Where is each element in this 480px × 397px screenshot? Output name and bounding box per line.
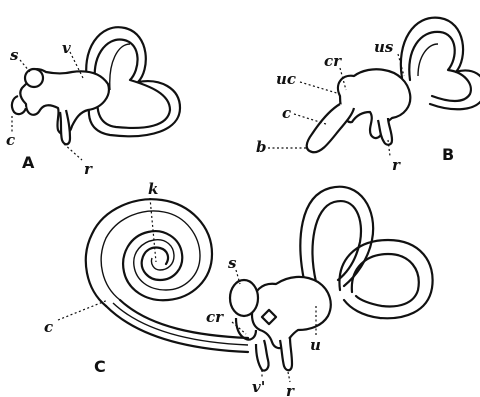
panel-b-lead-uc — [300, 82, 340, 94]
panel-b-duct — [378, 118, 392, 145]
panel-c-canal-superior-inner — [313, 201, 361, 282]
panel-c-label-s: s — [228, 254, 237, 272]
panel-b-label-b: b — [256, 138, 267, 156]
panel-b-label-uc: uc — [276, 70, 296, 88]
panel-a-label-s: s — [10, 46, 19, 64]
panel-c-label-u: u — [310, 336, 321, 354]
panel-c-lead-c — [58, 300, 108, 320]
panel-c-diagram: k s cr c u v' r C — [44, 180, 433, 397]
panel-c-endolymph-duct — [280, 338, 292, 370]
panel-b-lead-c — [294, 114, 326, 124]
panel-c-label-r: r — [286, 382, 295, 397]
panel-c-cochlea-spiral-inner — [101, 211, 200, 300]
panel-b-vestibule — [338, 69, 410, 138]
panel-b-label-c: c — [282, 104, 291, 122]
panel-c-label-c: c — [44, 318, 53, 336]
panel-c-title: C — [94, 357, 106, 376]
panel-a-label-r: r — [84, 160, 93, 178]
panel-b-cochlea — [307, 104, 354, 152]
panel-c-cochlea-spiral-outer — [86, 199, 212, 306]
panel-b-label-us: us — [374, 38, 394, 56]
panel-a-diagram: s v c r A — [6, 27, 180, 178]
panel-b-label-r: r — [392, 156, 401, 174]
panel-c-saccule — [230, 280, 258, 316]
panel-b-diagram: us cr uc c b r B — [256, 18, 480, 174]
panel-b-label-cr: cr — [324, 52, 342, 70]
panel-c-cochlea-tube-upper — [120, 300, 248, 338]
panel-b-title: B — [442, 145, 454, 164]
panel-c-vprime-stub — [256, 340, 269, 371]
panel-a-lead-r — [64, 144, 82, 160]
panel-a-saccule — [25, 69, 43, 87]
panel-c-lead-r — [288, 372, 290, 382]
panel-c-label-k: k — [148, 180, 158, 198]
panel-b-canal-mid — [418, 44, 438, 76]
panel-c-label-v: v' — [252, 378, 265, 396]
panel-a-title: A — [22, 153, 35, 172]
panel-c-canal-posterior-inner — [352, 254, 419, 306]
panel-a-label-v: v — [62, 39, 71, 57]
panel-a-canal-mid — [110, 44, 130, 90]
panel-c-label-cr: cr — [206, 308, 224, 326]
panel-a-label-c: c — [6, 131, 15, 149]
